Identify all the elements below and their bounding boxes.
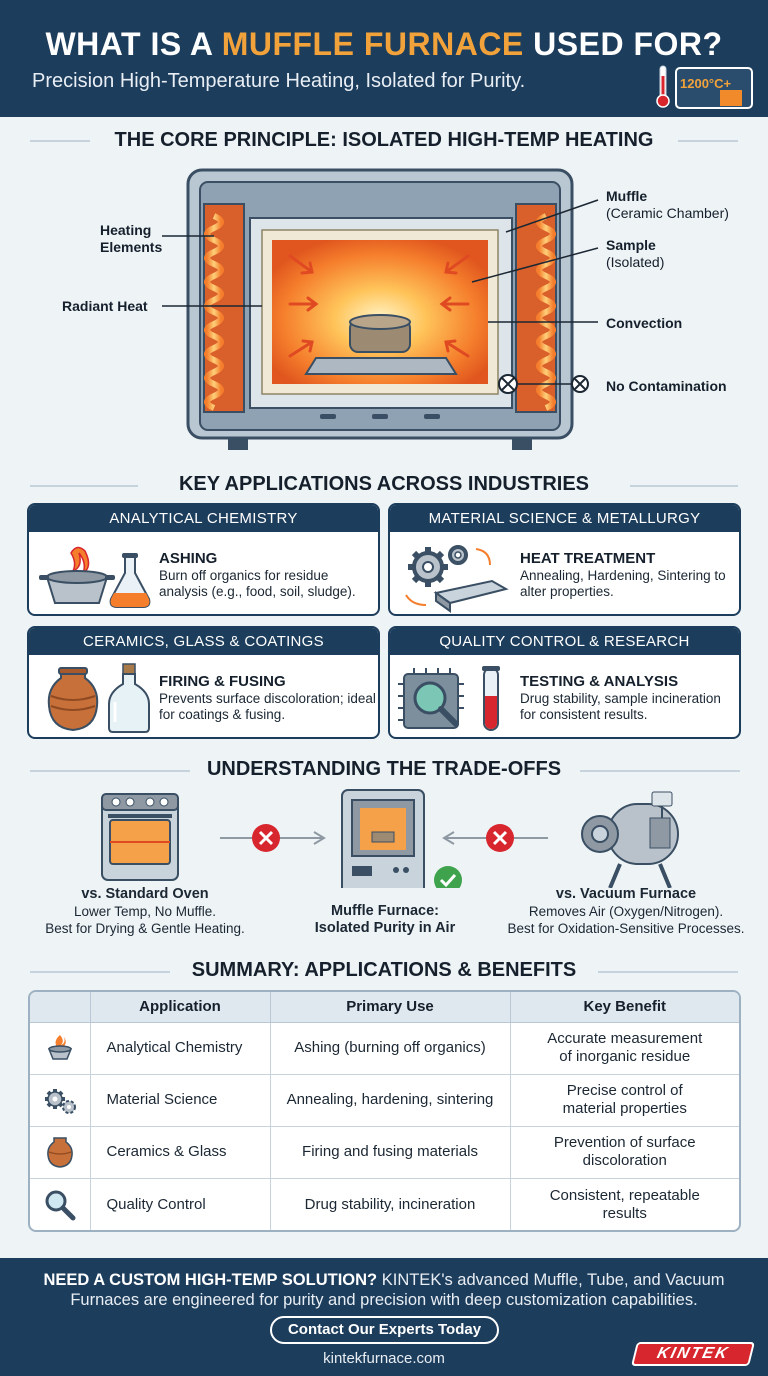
header-banner: WHAT IS A MUFFLE FURNACE USED FOR? Preci… [0,0,768,117]
footer-banner: NEED A CUSTOM HIGH-TEMP SOLUTION? KINTEK… [0,1258,768,1376]
vacuum-furnace-icon [581,791,679,888]
furnace-diagram [162,168,599,450]
cell-application: Analytical Chemistry [90,1022,271,1075]
card-title: FIRING & FUSING [159,673,286,690]
cell-application: Material Science [90,1074,271,1127]
callout-no-contamination: No Contamination [606,378,727,394]
oven-icon [101,793,179,881]
crucible-flame-icon [47,1035,72,1060]
table-header-row: Application Primary Use Key Benefit [30,992,739,1023]
muffle-furnace-icon [341,789,425,888]
kintek-logo: KINTEK [631,1342,755,1366]
callout-radiant-heat: Radiant Heat [62,298,148,314]
section-divider [598,971,738,973]
principle-title: THE CORE PRINCIPLE: ISOLATED HIGH-TEMP H… [114,129,654,151]
card-title: HEAT TREATMENT [520,550,656,567]
card-header: MATERIAL SCIENCE & METALLURGY [390,505,739,532]
summary-table: Application Primary Use Key Benefit Anal… [28,990,741,1232]
card-description: Burn off organics for residue analysis (… [159,568,356,599]
gears-icon [44,1089,76,1115]
muffle-furnace-caption: Muffle Furnace: Isolated Purity in Air [314,903,456,936]
card-title: ASHING [159,550,218,567]
card-title: TESTING & ANALYSIS [520,673,679,690]
callout-muffle: Muffle(Ceramic Chamber) [606,188,729,221]
page-title: WHAT IS A MUFFLE FURNACE USED FOR? [45,26,723,62]
column-header: Primary Use [270,992,511,1023]
standard-oven-caption: vs. Standard Oven Lower Temp, No Muffle.… [45,886,245,936]
callout-sample: Sample(Isolated) [606,237,665,270]
tradeoffs-title: UNDERSTANDING THE TRADE-OFFS [206,758,562,780]
page-subtitle: Precision High-Temperature Heating, Isol… [32,70,526,92]
magnifier-testtube-icon [398,666,500,731]
section-divider [30,140,90,142]
crucible-flask-icon [39,546,151,608]
callout-convection: Convection [606,315,683,331]
cell-application: Ceramics & Glass [90,1126,271,1180]
section-divider [580,770,740,772]
table-row: Analytical Chemistry Ashing (burning off… [30,1022,739,1075]
magnifier-icon [45,1190,76,1220]
application-card-analytical-chemistry: ANALYTICAL CHEMISTRY ASHING Burn off org… [27,503,380,616]
callout-heating-elements: Heating Elements [100,222,163,255]
footer-message: NEED A CUSTOM HIGH-TEMP SOLUTION? KINTEK… [43,1271,725,1309]
application-card-material-science: MATERIAL SCIENCE & METALLURGY HEAT TREAT… [388,503,741,616]
card-description: Prevents surface discoloration; ideal fo… [159,691,376,722]
cell-primary-use: Annealing, hardening, sintering [270,1074,511,1127]
section-divider [30,971,170,973]
applications-title: KEY APPLICATIONS ACROSS INDUSTRIES [178,473,590,495]
card-description: Drug stability, sample incineration for … [520,691,721,722]
cell-primary-use: Firing and fusing materials [270,1126,511,1180]
card-header: CERAMICS, GLASS & COATINGS [29,628,378,655]
temperature-badge: 1200°C+ [680,76,732,91]
summary-title: SUMMARY: APPLICATIONS & BENEFITS [191,959,577,981]
application-card-ceramics: CERAMICS, GLASS & COATINGS FIRING & FUSI… [27,626,380,739]
website-link[interactable]: kintekfurnace.com [323,1350,445,1367]
cell-application: Quality Control [90,1178,271,1230]
cell-primary-use: Drug stability, incineration [270,1178,511,1230]
card-header: ANALYTICAL CHEMISTRY [29,505,378,532]
column-header: Application [90,992,271,1023]
card-description: Annealing, Hardening, Sintering to alter… [520,568,726,599]
section-divider [30,770,190,772]
gears-metal-icon [405,545,509,613]
section-divider [30,485,138,487]
vacuum-furnace-caption: vs. Vacuum Furnace Removes Air (Oxygen/N… [507,886,745,936]
table-row: Ceramics & Glass Firing and fusing mater… [30,1126,739,1180]
column-header [30,992,91,1023]
thermometer-icon [656,65,753,109]
section-divider [678,140,738,142]
vase-bottle-icon [47,663,150,733]
section-divider [630,485,738,487]
card-header: QUALITY CONTROL & RESEARCH [390,628,739,655]
tradeoffs-illustration [101,789,679,888]
column-header: Key Benefit [510,992,739,1023]
vase-icon [46,1137,73,1169]
cell-primary-use: Ashing (burning off organics) [270,1022,511,1075]
table-row: Material Science Annealing, hardening, s… [30,1074,739,1127]
contact-experts-button[interactable]: Contact Our Experts Today [270,1316,499,1344]
application-card-quality-control: QUALITY CONTROL & RESEARCH TESTING & ANA… [388,626,741,739]
table-row: Quality Control Drug stability, incinera… [30,1178,739,1230]
